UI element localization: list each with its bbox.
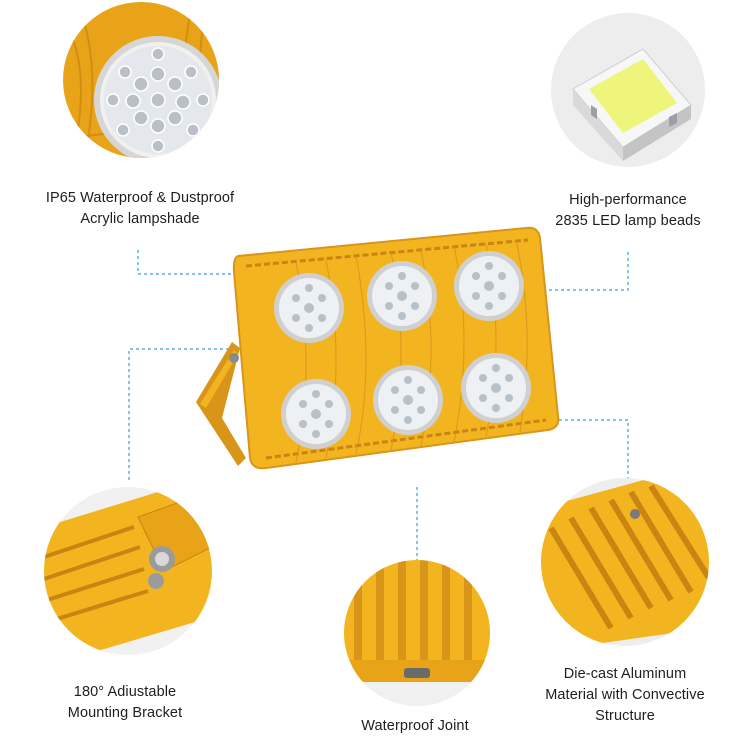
label-bracket: 180° Adiustable Mounting Bracket [30, 682, 220, 724]
label-bracket-line-1: 180° Adiustable [73, 684, 177, 700]
flood-light-product [186, 222, 566, 502]
label-aluminum-line-1: Die-cast Aluminum [563, 666, 687, 682]
label-aluminum-line-2: Material with Convective [545, 687, 705, 703]
joint-closeup [344, 560, 490, 706]
lampshade-closeup [63, 2, 219, 158]
label-aluminum-line-3: Structure [595, 708, 655, 724]
label-lampshade: IP65 Waterproof & Dustproof Acrylic lamp… [20, 188, 260, 230]
label-bracket-line-2: Mounting Bracket [67, 705, 183, 721]
leader-line-aluminum [555, 419, 629, 480]
bracket-closeup [44, 487, 212, 655]
led-chip-closeup [551, 13, 705, 167]
label-lampshade-line-2: Acrylic lampshade [80, 211, 200, 227]
label-lampshade-line-1: IP65 Waterproof & Dustproof [45, 190, 235, 206]
aluminum-closeup [541, 478, 709, 646]
label-led-line-1: High-performance [569, 192, 687, 208]
label-joint: Waterproof Joint [320, 716, 510, 737]
label-led-line-2: 2835 LED lamp beads [555, 213, 701, 229]
label-joint-line-1: Waterproof Joint [361, 718, 469, 734]
label-aluminum: Die-cast Aluminum Material with Convecti… [516, 664, 734, 727]
label-led: High-performance 2835 LED lamp beads [510, 190, 746, 232]
leader-line-bracket [128, 348, 235, 480]
